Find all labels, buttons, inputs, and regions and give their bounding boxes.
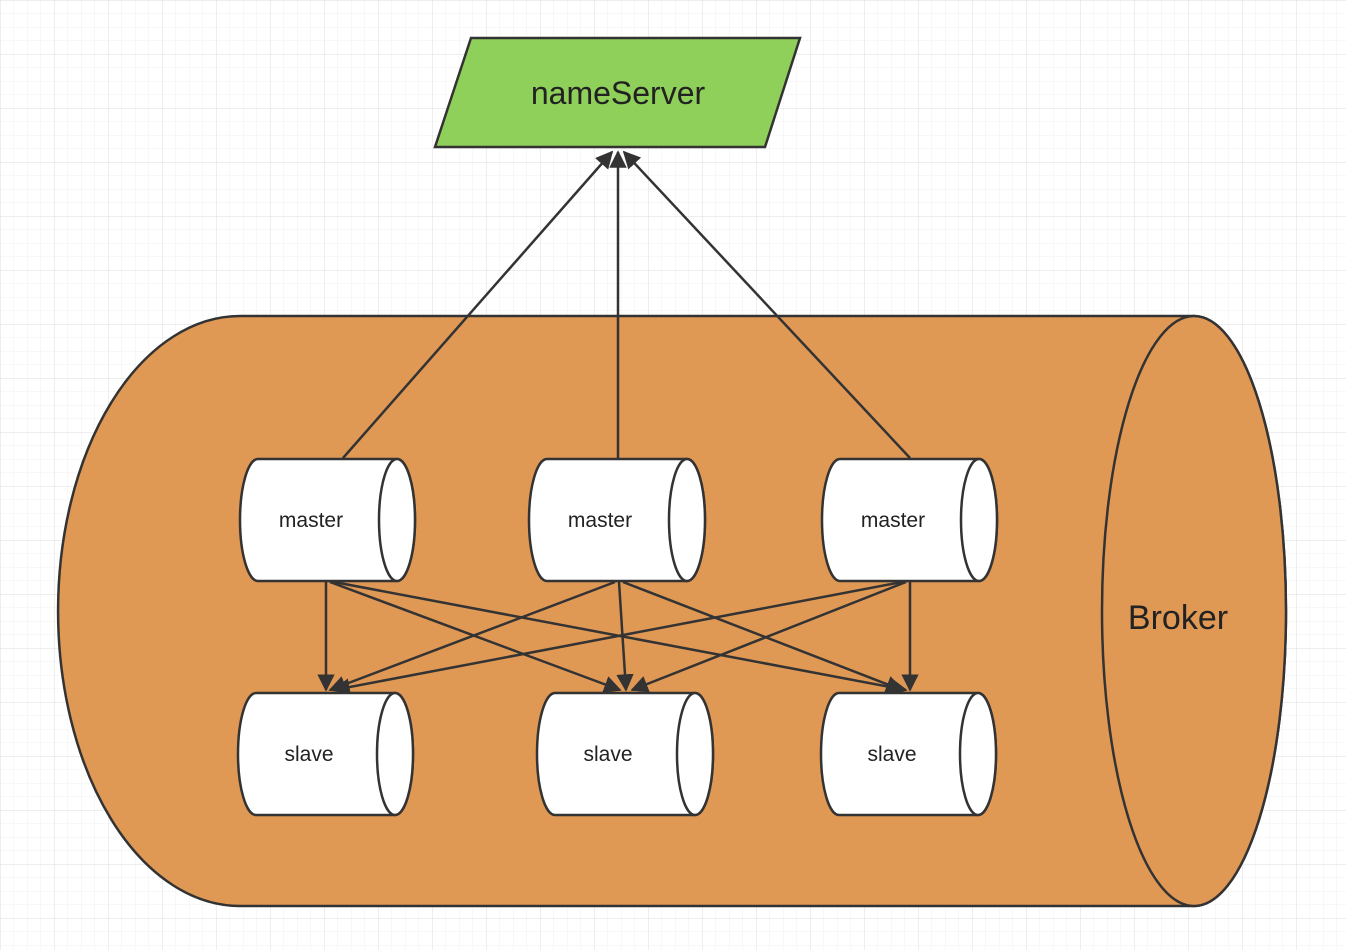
arrow-master-1-to-nameserver <box>342 150 614 459</box>
master-node-3: master <box>820 457 999 583</box>
master-node-2: master <box>527 457 707 583</box>
nameserver-shape <box>433 36 802 149</box>
master-label: master <box>279 509 343 532</box>
broker-cylinder: Broker <box>56 314 1288 908</box>
nameserver-label: nameServer <box>531 75 706 111</box>
replication-arrows <box>317 580 919 696</box>
slave-label: slave <box>867 743 916 766</box>
arrow-master-3-to-nameserver <box>622 150 911 459</box>
master-end-cap <box>959 457 999 583</box>
broker-label: Broker <box>1128 599 1228 637</box>
arrow-master-2-to-slave-3 <box>622 580 904 693</box>
arrow-master-2-to-slave-1 <box>328 580 616 693</box>
slave-label: slave <box>284 743 333 766</box>
slave-node-3: slave <box>819 691 998 817</box>
slave-label: slave <box>583 743 632 766</box>
register-arrows <box>342 150 911 459</box>
arrow-master-3-to-slave-1 <box>332 580 903 696</box>
slave-node-1: slave <box>236 691 415 817</box>
slave-end-cap <box>958 691 998 817</box>
nameserver-node: nameServer <box>433 36 802 149</box>
master-node-1: master <box>238 457 417 583</box>
slave-end-cap <box>675 691 715 817</box>
master-end-cap <box>667 457 707 583</box>
arrow-master-3-to-slave-2 <box>630 580 907 693</box>
master-end-cap <box>377 457 417 583</box>
slave-node-2: slave <box>535 691 715 817</box>
slave-end-cap <box>375 691 415 817</box>
master-label: master <box>568 509 632 532</box>
broker-end-cap <box>1100 314 1288 908</box>
master-label: master <box>861 509 925 532</box>
